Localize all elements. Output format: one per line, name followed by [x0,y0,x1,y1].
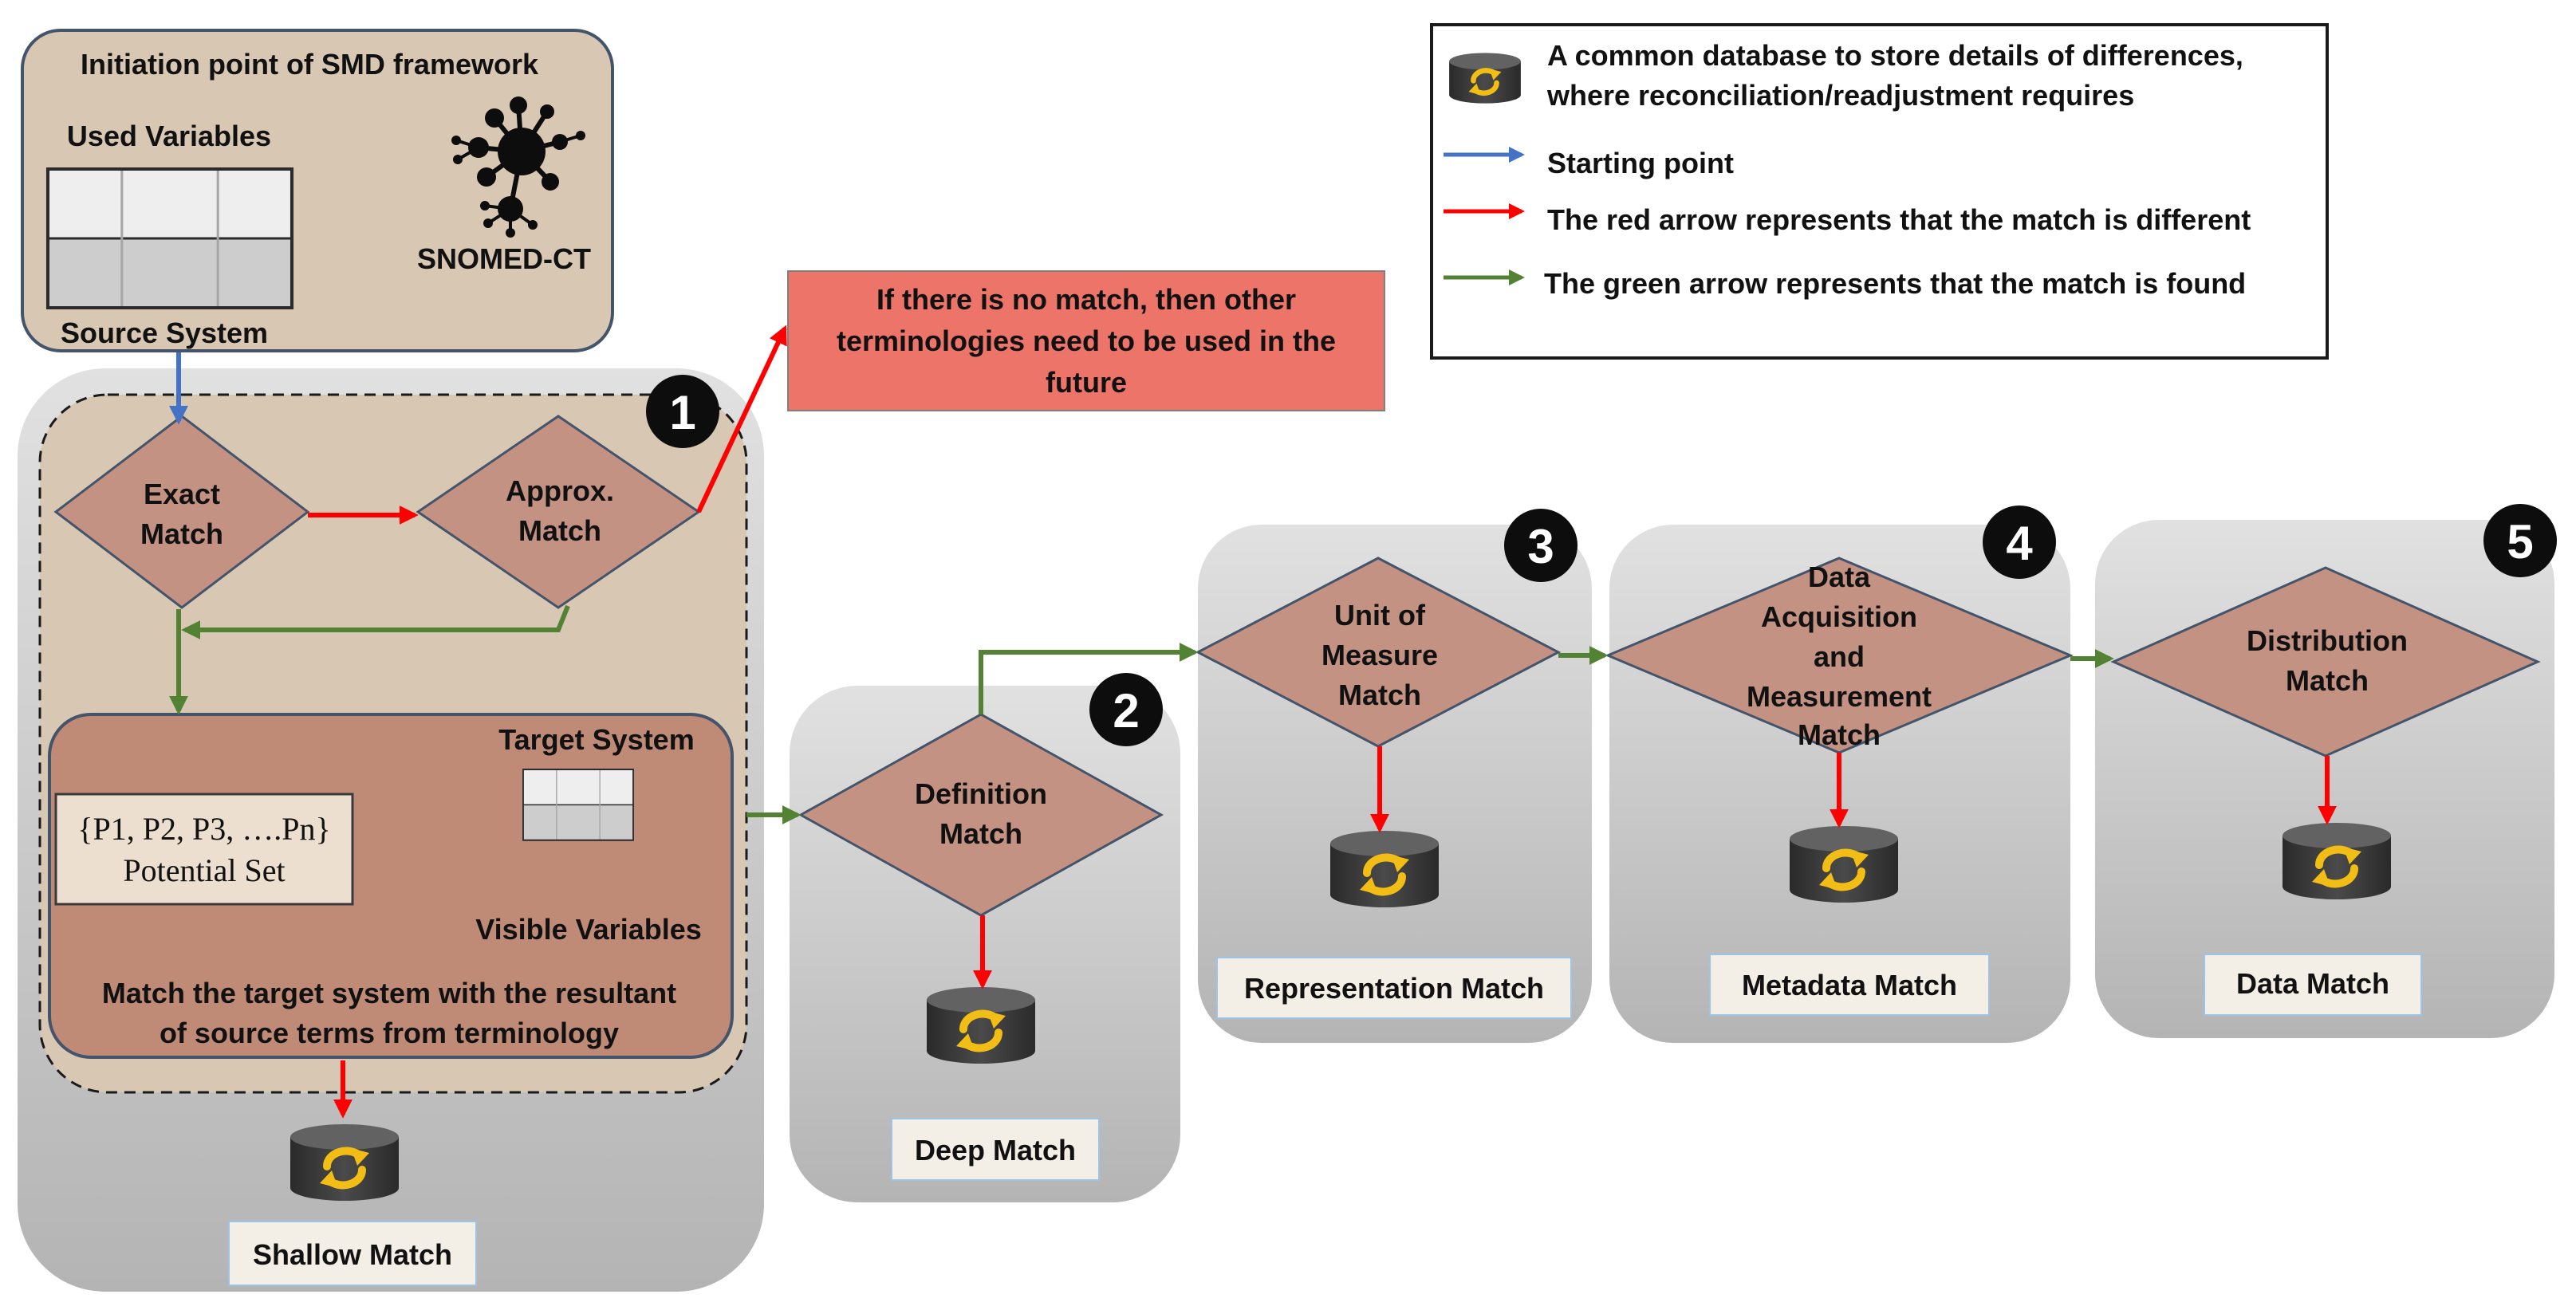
visible-variables-label: Visible Variables [475,913,702,946]
acq-line-3: and [1814,640,1865,673]
potential-set-label: Potential Set [123,852,285,888]
stage1-label-box [228,1221,477,1286]
stage3-database-icon [1330,831,1439,907]
approx-match-line-2: Match [518,514,601,547]
stage2-to-stage3-arrow [979,643,1199,714]
potential-set-values: {P1, P2, P3, ….Pn} [77,811,330,847]
legend-db-line-1: A common database to store details of di… [1547,39,2243,72]
legend: A common database to store details of di… [1430,23,2329,360]
source-title: Initiation point of SMD framework [81,48,539,81]
svg-text:2: 2 [1113,684,1139,738]
exact-match-diamond: Exact Match [53,415,310,609]
stage2-database-icon [927,987,1035,1064]
stage5-database-icon [2283,823,2391,899]
exact-match-line-2: Match [140,517,223,550]
legend-green-text: The green arrow represents that the matc… [1544,267,2246,300]
stage3-label-box [1216,957,1572,1019]
definition-match-line-2: Match [939,817,1022,850]
snomed-label: SNOMED-CT [417,242,591,275]
unit-line-2: Measure [1321,639,1438,671]
source-variable-grid [48,169,292,308]
acq-line-1: Data [1808,561,1871,593]
unit-of-measure-diamond: Unit of Measure Match [1195,557,1562,748]
target-variable-grid [522,768,635,841]
shallow-match-label: Shallow Match [253,1238,452,1271]
exact-match-line-1: Exact [144,478,220,510]
acq-line-4: Measurement [1747,680,1932,713]
target-system-label: Target System [498,723,694,756]
stage2-badge: 2 [1089,673,1163,746]
used-variables-label: Used Variables [67,120,271,152]
target-system-box: Target System Visible Variables {P1, P2,… [48,713,734,1059]
target-match-line-2: of source terms from terminology [160,1017,619,1049]
database-sync-icon [1449,53,1521,103]
legend-red-text: The red arrow represents that the match … [1547,203,2251,236]
acq-line-5: Match [1798,718,1881,751]
data-acquisition-diamond: Data Acquisition and Measurement Match [1605,557,2074,754]
unit-line-1: Unit of [1334,599,1426,631]
stage5-label-box [2204,954,2422,1016]
definition-match-diamond: Definition Match [798,713,1164,917]
approx-to-note-arrow [696,325,787,513]
target-match-line-1: Match the target system with the resulta… [102,977,676,1009]
stage3-badge: 3 [1504,509,1578,582]
note-line-2: terminologies need to be used in the [837,325,1336,357]
source-system-label: Source System [61,317,268,349]
no-match-note: If there is no match, then other termino… [787,270,1385,411]
legend-start-text: Starting point [1547,147,1734,179]
snomed-network-icon [451,96,585,238]
stage4-badge: 4 [1983,506,2056,579]
legend-db-line-2: where reconciliation/readjustment requir… [1546,79,2134,112]
distribution-line-1: Distribution [2247,624,2408,657]
source-system-box: Initiation point of SMD framework Used V… [21,29,614,352]
unit-line-3: Match [1338,679,1421,711]
acq-line-2: Acquisition [1761,600,1917,633]
note-line-1: If there is no match, then other [876,283,1296,316]
stage4-label-box [1709,954,1990,1016]
deep-match-label: Deep Match [915,1134,1076,1166]
note-line-3: future [1046,366,1127,399]
distribution-line-2: Match [2286,664,2369,697]
stage2-label-box [891,1118,1100,1181]
definition-match-line-1: Definition [915,777,1047,810]
metadata-match-label: Metadata Match [1742,969,1957,1001]
svg-text:4: 4 [2006,517,2033,570]
approx-match-line-1: Approx. [506,474,614,507]
svg-text:1: 1 [669,386,695,439]
stage1-badge: 1 [646,375,719,448]
svg-text:5: 5 [2507,515,2533,568]
distribution-match-diamond: Distribution Match [2110,566,2541,757]
data-match-label: Data Match [2236,967,2389,1000]
stage5-badge: 5 [2483,504,2557,577]
approx-match-diamond: Approx. Match [416,415,701,609]
potential-set-box [54,793,354,906]
stage1-database-icon [290,1124,399,1201]
svg-text:3: 3 [1527,520,1554,573]
stage4-database-icon [1790,826,1898,903]
approx-return-arrow [181,604,570,639]
representation-match-label: Representation Match [1244,972,1544,1005]
